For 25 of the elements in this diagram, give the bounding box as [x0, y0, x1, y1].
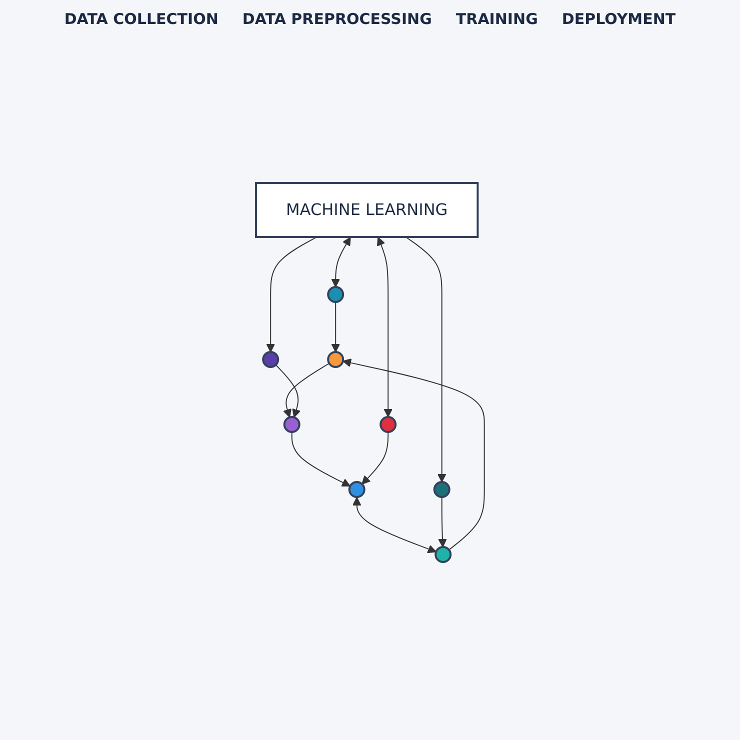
stage-label: DATA COLLECTION [64, 10, 218, 28]
stage-label: DATA PREPROCESSING [242, 10, 432, 28]
node-circle [379, 416, 396, 432]
arrow [331, 301, 340, 352]
arrow [438, 496, 447, 547]
node-box: MACHINE LEARNING [254, 182, 479, 238]
node-circle [262, 350, 279, 368]
node-circle [433, 480, 450, 498]
arrow [331, 236, 351, 287]
node-circle [326, 350, 344, 368]
arrow [342, 358, 485, 550]
arrow [282, 362, 330, 418]
arrow [352, 496, 436, 553]
node-circle [283, 416, 300, 432]
arrow [405, 236, 446, 482]
node-circle [434, 545, 452, 562]
arrow [275, 364, 300, 418]
arrow [376, 236, 392, 417]
stage-label: TRAINING [456, 10, 538, 28]
stage-label: DEPLOYMENT [562, 10, 676, 28]
node-circle [348, 480, 366, 498]
arrow [361, 431, 388, 484]
arrow [291, 431, 350, 486]
node-circle [326, 286, 344, 302]
arrow [266, 236, 318, 352]
